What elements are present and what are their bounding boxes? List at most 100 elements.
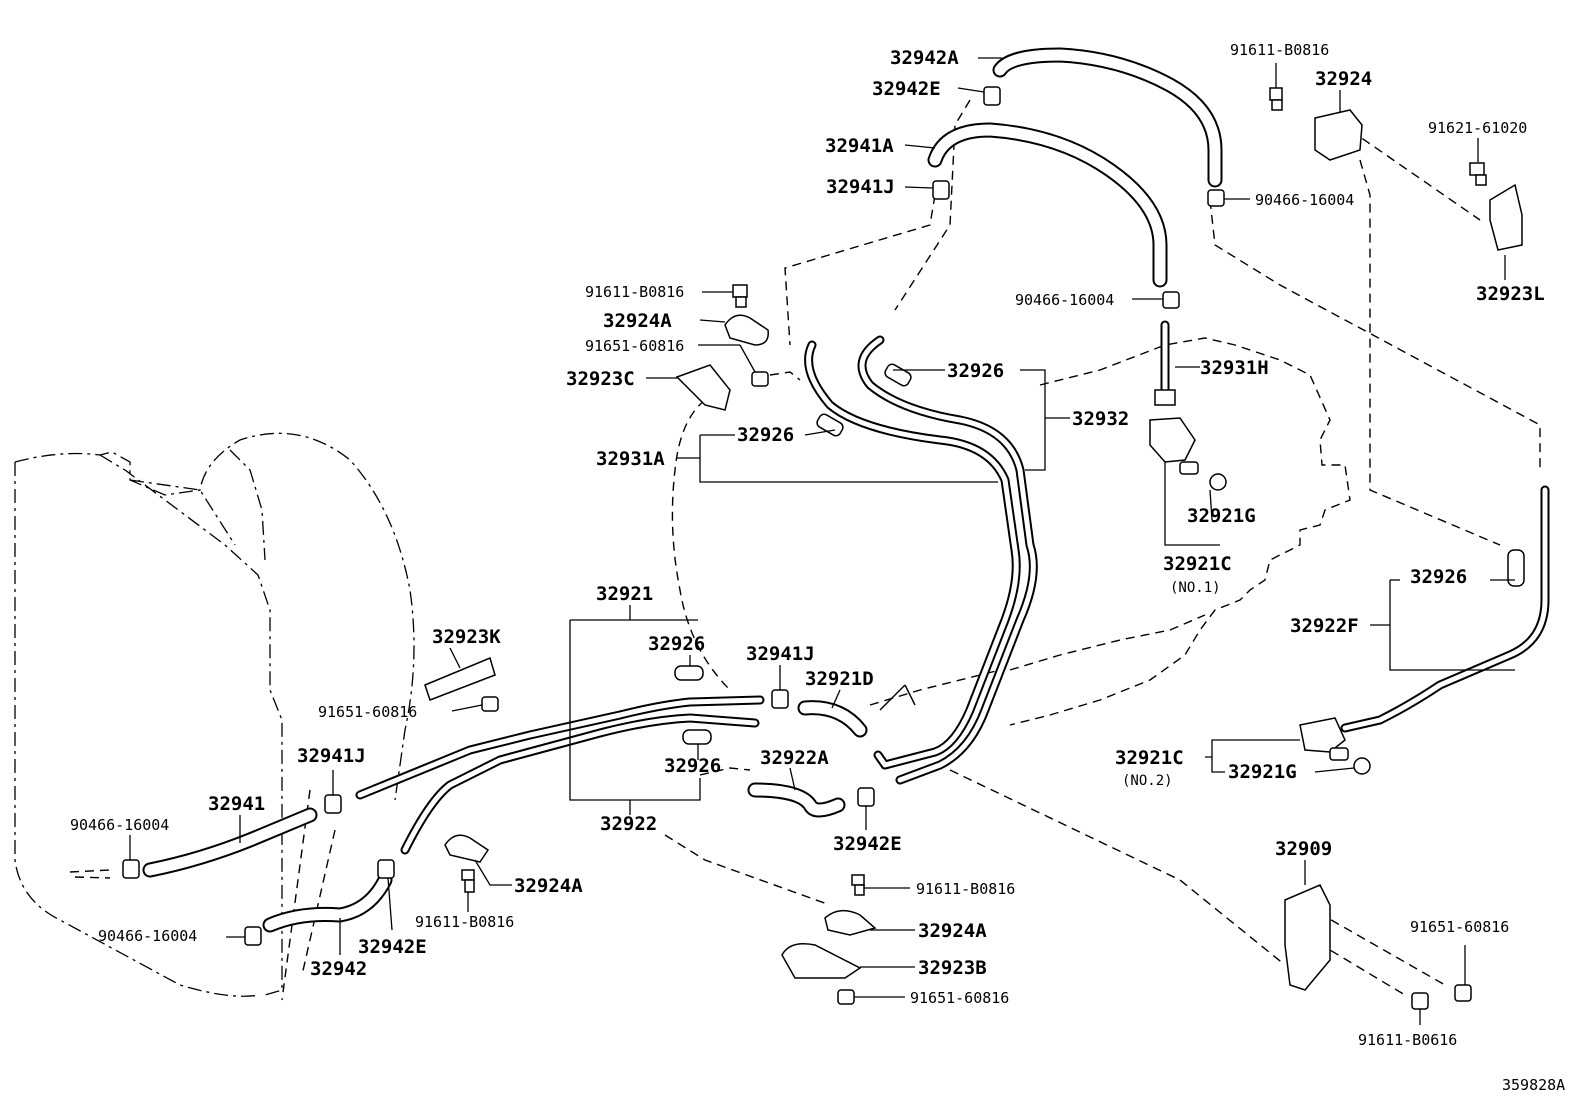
clamp-32941J-top: [932, 180, 950, 200]
sleeve-32926-d: [674, 665, 704, 681]
label-32926-c: 32926: [1410, 566, 1467, 588]
label-91611-B0616: 91611-B0616: [1358, 1031, 1457, 1049]
bolt-91651-bot: [837, 989, 855, 1005]
bracket-32923C: [675, 364, 731, 411]
bolt-91611-B0616: [1411, 992, 1429, 1010]
label-90466-16004-b: 90466-16004: [1015, 291, 1114, 309]
clamp-32924A-mid: [724, 314, 769, 346]
clamp-32941J-left: [324, 794, 342, 814]
label-91611-B0816-top: 91611-B0816: [1230, 41, 1329, 59]
union-32931H: [1154, 389, 1176, 406]
bracket-32924: [1314, 109, 1363, 161]
label-91611-B0816-left: 91611-B0816: [415, 913, 514, 931]
clamp-32942E-bot: [377, 859, 395, 879]
bracket-32923L: [1489, 183, 1523, 251]
bolt-91651-left: [481, 696, 499, 712]
bolt-91611-left: [461, 869, 475, 893]
label-32922F: 32922F: [1290, 615, 1359, 637]
clamp-32924A-left: [444, 834, 490, 863]
fitting-32921C-bot: [1299, 717, 1346, 753]
label-32926-b: 32926: [737, 424, 794, 446]
label-32923C: 32923C: [566, 368, 635, 390]
sleeve-32926-c: [1507, 549, 1525, 587]
label-32924: 32924: [1315, 68, 1372, 90]
bolt-91651-right: [1454, 984, 1472, 1002]
label-91651-60816-right: 91651-60816: [1410, 918, 1509, 936]
label-32942E-top: 32942E: [872, 78, 941, 100]
small-parts: [122, 86, 1525, 1010]
label-32924A-mid: 32924A: [603, 310, 672, 332]
label-32941J-mid: 32941J: [746, 643, 815, 665]
fitting-32921C-top: [1149, 417, 1196, 463]
label-32921G-bot: 32921G: [1228, 761, 1297, 783]
label-32942A: 32942A: [890, 47, 959, 69]
sleeve-32926-e: [682, 729, 712, 745]
sleeve-32926-a: [884, 363, 912, 387]
label-91651-60816-left: 91651-60816: [318, 703, 417, 721]
label-32926-a: 32926: [947, 360, 1004, 382]
bolt-91621: [1469, 162, 1487, 186]
label-91651-60816-bot: 91651-60816: [910, 989, 1009, 1007]
label-32921C-top: 32921C: [1163, 553, 1232, 575]
clamp-90466-b: [1162, 291, 1180, 309]
part-labels: 32942A 32942E 32941A 32941J 91611-B0816 …: [70, 41, 1565, 1094]
bracket-32909: [1284, 884, 1331, 991]
transmission-outline: [671, 337, 1351, 726]
label-32922A: 32922A: [760, 747, 829, 769]
label-32926-d: 32926: [648, 633, 705, 655]
label-32921C-bot: 32921C: [1115, 747, 1184, 769]
clamp-32924A-bot: [824, 909, 877, 936]
label-32909: 32909: [1275, 838, 1332, 860]
label-32941A: 32941A: [825, 135, 894, 157]
label-32942: 32942: [310, 958, 367, 980]
bracket-32923B: [781, 943, 862, 979]
clamp-90466-c: [122, 859, 140, 879]
label-91651-60816-mid: 91651-60816: [585, 337, 684, 355]
clamp-90466-a: [1207, 189, 1225, 207]
label-91611-B0816-mid: 91611-B0816: [585, 283, 684, 301]
label-32923B: 32923B: [918, 957, 987, 979]
gasket-32921G-top: [1209, 473, 1227, 491]
label-32932: 32932: [1072, 408, 1129, 430]
label-32921G-top: 32921G: [1187, 505, 1256, 527]
radiator-outline: [14, 432, 415, 997]
bolt-top: [1269, 87, 1283, 111]
bolt-91611-bot: [851, 874, 865, 896]
clamp-32941J-mid: [771, 689, 789, 709]
gasket-32921G-bot: [1353, 757, 1371, 775]
bracket-32923K: [424, 656, 496, 701]
label-32931A: 32931A: [596, 448, 665, 470]
dashed-leaders: [69, 99, 1541, 1001]
label-32924A-bot: 32924A: [918, 920, 987, 942]
diagram-id: 359828A: [1502, 1076, 1565, 1094]
label-32923L: 32923L: [1476, 283, 1545, 305]
label-32941J-top: 32941J: [826, 176, 895, 198]
label-32941: 32941: [208, 793, 265, 815]
label-90466-16004-c: 90466-16004: [70, 816, 169, 834]
label-32921C-bot-note: (NO.2): [1122, 773, 1173, 789]
label-32921D: 32921D: [805, 668, 874, 690]
label-91621-61020: 91621-61020: [1428, 119, 1527, 137]
bolt-91651-mid: [751, 371, 769, 387]
label-32942E-mid: 32942E: [833, 833, 902, 855]
bolt-mid: [732, 284, 748, 308]
clamp-32942E-mid: [857, 787, 875, 807]
label-32923K: 32923K: [432, 626, 501, 648]
label-32921: 32921: [596, 583, 653, 605]
hoses: [142, 47, 1550, 933]
label-91611-B0816-bot: 91611-B0816: [916, 880, 1015, 898]
label-32922: 32922: [600, 813, 657, 835]
label-32942E-bot: 32942E: [358, 936, 427, 958]
label-32931H: 32931H: [1200, 357, 1269, 379]
label-32941J-left: 32941J: [297, 745, 366, 767]
label-32924A-left: 32924A: [514, 875, 583, 897]
clamp-90466-d: [244, 926, 262, 946]
label-90466-16004-a: 90466-16004: [1255, 191, 1354, 209]
label-32926-e: 32926: [664, 755, 721, 777]
clamp-32942E-top: [983, 86, 1001, 106]
leader-lines: [129, 57, 1515, 1025]
label-90466-16004-d: 90466-16004: [98, 927, 197, 945]
label-32921C-top-note: (NO.1): [1170, 580, 1221, 596]
